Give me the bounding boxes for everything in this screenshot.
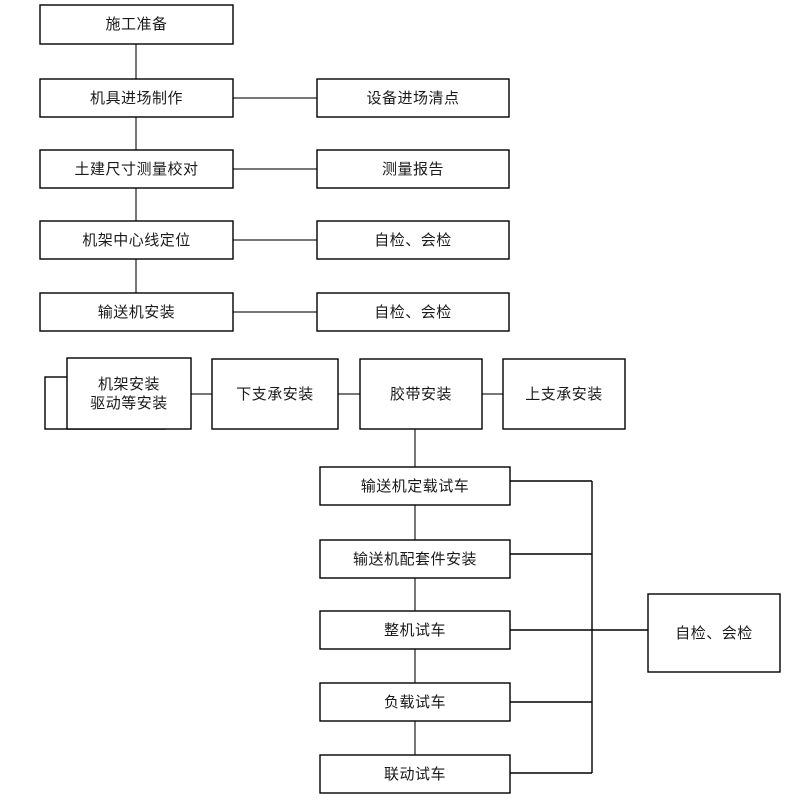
node-box-lower-support[interactable] xyxy=(211,358,339,430)
node-box-civil-measure[interactable] xyxy=(39,149,234,189)
node-box-tools-in[interactable] xyxy=(39,78,234,118)
connector-layer xyxy=(135,44,648,774)
node-box-accessory-install[interactable] xyxy=(319,539,511,579)
node-box-measure-report[interactable] xyxy=(316,149,510,189)
node-box-load-test[interactable] xyxy=(319,682,511,722)
node-box-inspect-3[interactable] xyxy=(647,593,781,673)
node-box-upper-support[interactable] xyxy=(502,358,626,430)
node-box-frame-drive[interactable] xyxy=(66,357,192,430)
node-box-belt-install[interactable] xyxy=(359,358,483,430)
node-box-conveyor-install[interactable] xyxy=(39,292,234,332)
node-box-layer xyxy=(39,4,781,794)
node-box-prep[interactable] xyxy=(39,4,234,45)
node-box-machine-test[interactable] xyxy=(319,610,511,650)
node-box-linked-test[interactable] xyxy=(319,754,511,794)
node-box-frame-center[interactable] xyxy=(39,220,234,260)
node-box-equip-check[interactable] xyxy=(316,78,510,118)
node-box-inspect-2[interactable] xyxy=(316,292,510,332)
node-box-inspect-1[interactable] xyxy=(316,220,510,260)
node-box-rated-test[interactable] xyxy=(319,466,511,506)
